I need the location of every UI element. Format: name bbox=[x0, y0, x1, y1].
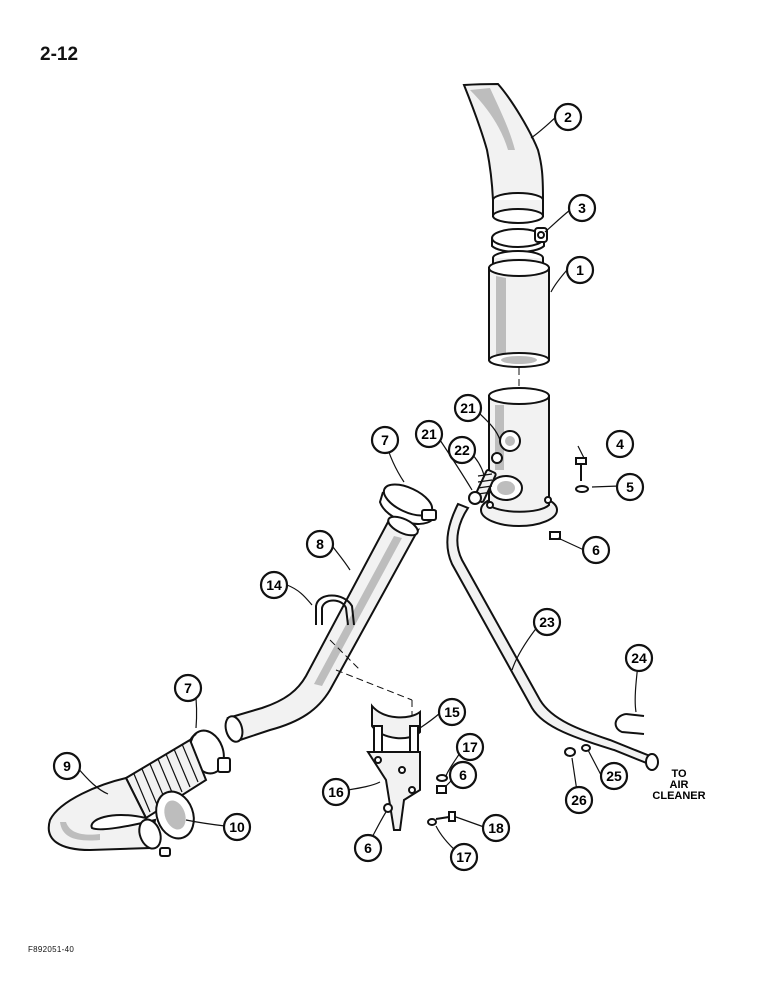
nut bbox=[549, 531, 561, 540]
callout-item-6-muffler: 6 bbox=[581, 535, 611, 565]
callout-item-17-lower: 17 bbox=[449, 842, 479, 872]
bracket-alignment-line bbox=[335, 669, 413, 701]
callout-item-1: 1 bbox=[565, 255, 595, 285]
callout-label: 21 bbox=[421, 426, 437, 442]
callout-label: 18 bbox=[488, 820, 504, 836]
callout-item-15: 15 bbox=[437, 697, 467, 727]
callout-label: 8 bbox=[316, 536, 324, 552]
callout-item-6-bracket: 6 bbox=[448, 760, 478, 790]
note-line-2: AIR bbox=[670, 779, 689, 791]
callout-item-21-upper: 21 bbox=[453, 393, 483, 423]
callout-item-5: 5 bbox=[615, 472, 645, 502]
callout-item-4: 4 bbox=[605, 429, 635, 459]
callout-label: 6 bbox=[459, 767, 467, 783]
nut-6-lower bbox=[383, 803, 393, 813]
callout-label: 9 bbox=[63, 758, 71, 774]
washer bbox=[575, 485, 589, 493]
callout-item-9: 9 bbox=[52, 751, 82, 781]
exhaust-elbow bbox=[47, 776, 162, 852]
callout-item-7-upper: 7 bbox=[370, 425, 400, 455]
callout-label: 6 bbox=[592, 542, 600, 558]
page-number: 2-12 bbox=[40, 44, 79, 65]
callout-item-25: 25 bbox=[599, 761, 629, 791]
muffler-lower-section bbox=[480, 387, 558, 527]
leader-lines bbox=[76, 116, 639, 853]
washer-17-upper bbox=[436, 774, 448, 782]
note-line-3: CLEANER bbox=[652, 790, 705, 802]
callout-label: 6 bbox=[364, 840, 372, 856]
callout-label: 14 bbox=[266, 577, 282, 593]
u-bolt bbox=[315, 594, 361, 671]
callout-label: 23 bbox=[539, 614, 555, 630]
callout-label: 3 bbox=[578, 200, 586, 216]
callout-item-21-lower: 21 bbox=[414, 419, 444, 449]
callout-label: 21 bbox=[460, 400, 476, 416]
air-cleaner-note: TO AIR CLEANER bbox=[652, 768, 705, 802]
callout-item-17-upper: 17 bbox=[455, 732, 485, 762]
washer-25 bbox=[581, 744, 591, 752]
callout-item-7-lower: 7 bbox=[173, 673, 203, 703]
elbow-clamp bbox=[155, 790, 195, 857]
tube-clip bbox=[614, 713, 645, 735]
o-ring-lower bbox=[468, 491, 482, 505]
callout-label: 26 bbox=[571, 792, 587, 808]
callout-item-8: 8 bbox=[305, 529, 335, 559]
washer-17-lower bbox=[427, 818, 437, 826]
callout-label: 17 bbox=[462, 739, 478, 755]
callout-label: 22 bbox=[454, 442, 470, 458]
callout-label: 5 bbox=[626, 479, 634, 495]
callout-item-16: 16 bbox=[321, 777, 351, 807]
callout-item-26: 26 bbox=[564, 785, 594, 815]
callout-label: 4 bbox=[616, 436, 624, 452]
callout-item-3: 3 bbox=[567, 193, 597, 223]
callout-item-22: 22 bbox=[447, 435, 477, 465]
mounting-bracket bbox=[366, 751, 421, 831]
band-clamp bbox=[491, 227, 548, 253]
callout-label: 2 bbox=[564, 109, 572, 125]
tube-end bbox=[645, 753, 659, 771]
breather-tube bbox=[446, 502, 659, 771]
callout-item-18: 18 bbox=[481, 813, 511, 843]
callout-label: 16 bbox=[328, 784, 344, 800]
callout-label: 24 bbox=[631, 650, 647, 666]
callout-item-2: 2 bbox=[553, 102, 583, 132]
nut-6-bracket bbox=[436, 785, 447, 794]
pipe-clamp-upper bbox=[378, 483, 437, 525]
exhaust-pipe bbox=[224, 515, 421, 743]
callout-label: 1 bbox=[576, 262, 584, 278]
saddle-clamp bbox=[371, 703, 421, 753]
note-line-1: TO bbox=[671, 768, 687, 780]
bolt bbox=[575, 457, 587, 481]
callout-label: 17 bbox=[456, 849, 472, 865]
callout-label: 25 bbox=[606, 768, 622, 784]
o-ring-upper bbox=[491, 452, 503, 464]
bolt-18 bbox=[435, 811, 456, 822]
callout-label: 7 bbox=[184, 680, 192, 696]
figure-code: F892051-40 bbox=[28, 945, 75, 954]
callout-item-6-lower: 6 bbox=[353, 833, 383, 863]
callout-item-23: 23 bbox=[532, 607, 562, 637]
nut-26 bbox=[564, 747, 576, 757]
callout-item-24: 24 bbox=[624, 643, 654, 673]
callout-label: 15 bbox=[444, 704, 460, 720]
exhaust-curved-pipe bbox=[462, 82, 545, 224]
callout-item-14: 14 bbox=[259, 570, 289, 600]
muffler-upper-section bbox=[488, 250, 550, 368]
callout-label: 10 bbox=[229, 819, 245, 835]
callout-item-10: 10 bbox=[222, 812, 252, 842]
callout-label: 7 bbox=[381, 432, 389, 448]
